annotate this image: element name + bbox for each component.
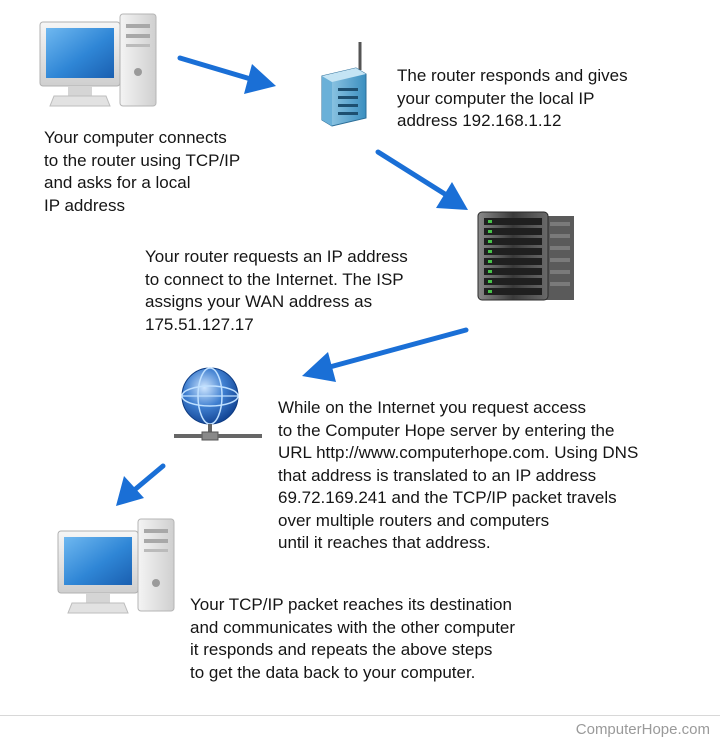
step-5-text: Your TCP/IP packet reaches its destinati…	[190, 595, 516, 682]
globe-network-icon	[174, 367, 262, 441]
step-2-text: The router responds and gives your compu…	[397, 66, 628, 130]
footer-brand: ComputerHope.com	[575, 721, 710, 738]
server-rack-icon	[477, 211, 574, 301]
desktop-computer-icon	[57, 518, 175, 614]
step-3-text: Your router requests an IP address to co…	[145, 247, 408, 334]
step-1-text: Your computer connects to the router usi…	[44, 128, 241, 215]
footer-divider	[0, 715, 720, 716]
router-icon	[321, 42, 367, 127]
step-4-text: While on the Internet you request access…	[278, 398, 639, 552]
desktop-computer-icon	[39, 13, 157, 107]
